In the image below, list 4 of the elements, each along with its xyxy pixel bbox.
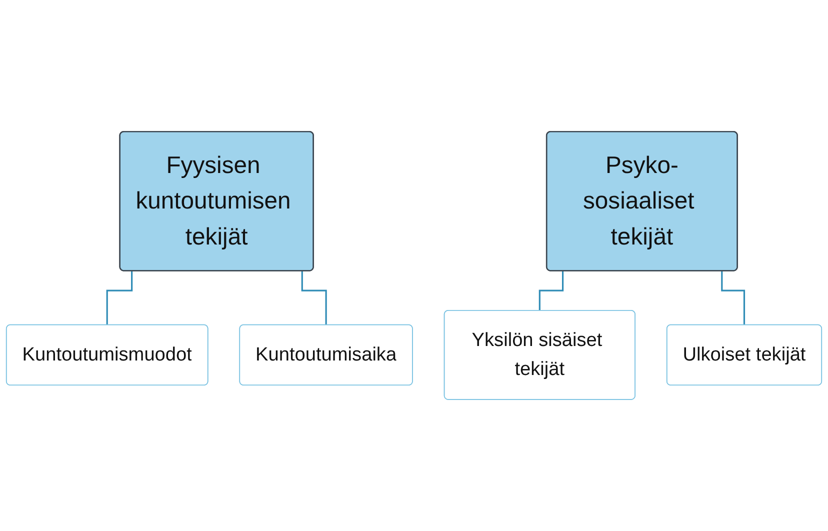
connector — [721, 271, 746, 326]
connector — [106, 271, 133, 326]
connector — [301, 271, 328, 326]
connector — [538, 271, 564, 312]
